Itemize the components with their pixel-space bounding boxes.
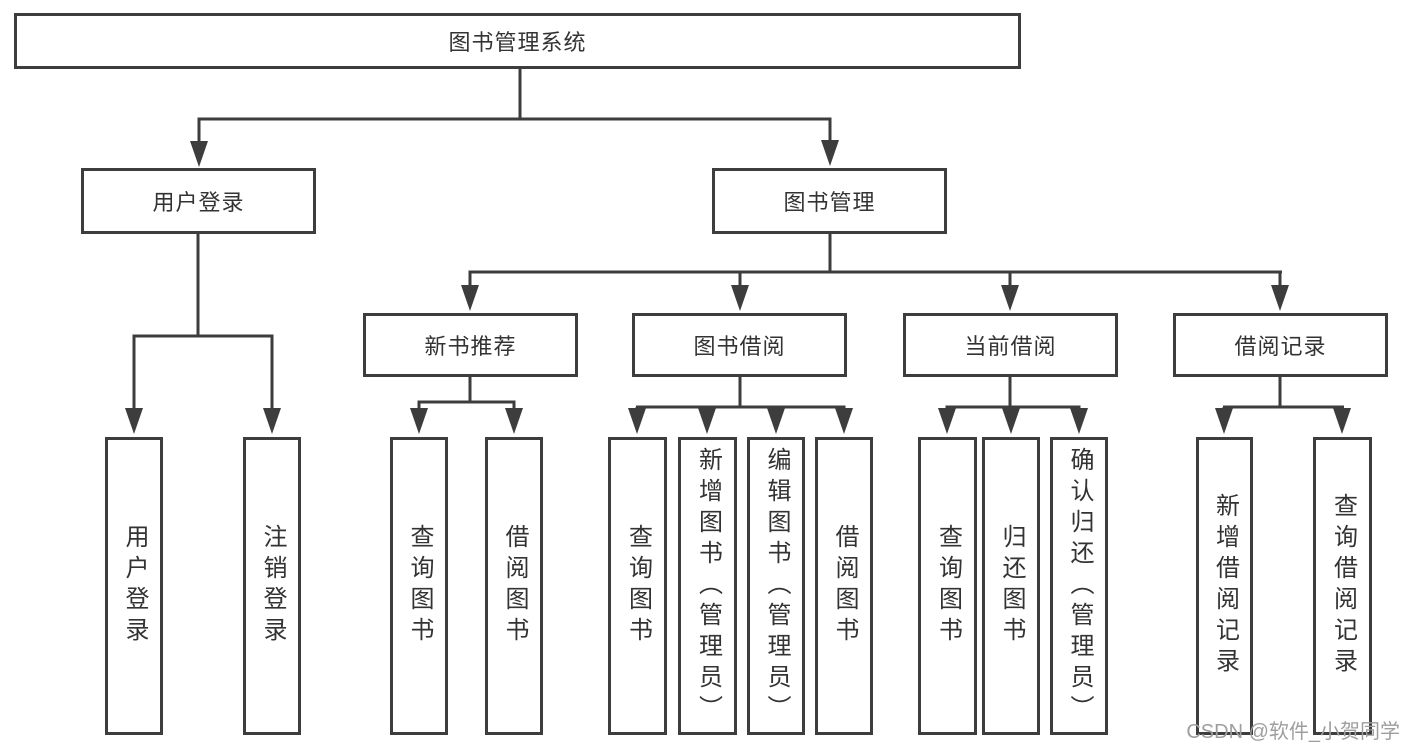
leaf-newbook-borrow: 借阅图书 — [485, 437, 543, 735]
node-book-management: 图书管理 — [712, 168, 947, 234]
leaf-current-query: 查询图书 — [918, 437, 977, 735]
leaf-logout: 注销登录 — [243, 437, 301, 735]
node-current-borrow: 当前借阅 — [903, 313, 1118, 377]
leaf-bookborrow-query: 查询图书 — [608, 437, 667, 735]
connector-book-borrow-branch — [628, 376, 853, 434]
leaf-current-confirm: 确认归还（管理员） — [1050, 437, 1108, 735]
leaf-current-return: 归还图书 — [982, 437, 1040, 735]
leaf-user-login: 用户登录 — [105, 437, 163, 735]
connector-root-to-level2 — [190, 68, 839, 167]
leaf-newbook-query: 查询图书 — [390, 437, 448, 735]
node-book-borrow: 图书借阅 — [632, 313, 847, 377]
node-user-login: 用户登录 — [81, 168, 316, 234]
node-borrow-records: 借阅记录 — [1173, 313, 1388, 377]
node-new-book-recommend: 新书推荐 — [363, 313, 578, 377]
leaf-bookborrow-edit: 编辑图书（管理员） — [747, 437, 805, 735]
connector-borrow-records-branch — [1215, 376, 1351, 434]
connector-user-login-branch — [125, 233, 281, 434]
leaf-bookborrow-borrow: 借阅图书 — [815, 437, 873, 735]
leaf-bookborrow-add: 新增图书（管理员） — [678, 437, 737, 735]
connector-new-book-branch — [410, 376, 523, 434]
connector-book-management-to-level3 — [461, 233, 1289, 311]
leaf-records-query: 查询借阅记录 — [1313, 437, 1372, 735]
watermark: CSDN @软件_小贺同学 — [1186, 721, 1400, 743]
leaf-records-add: 新增借阅记录 — [1196, 437, 1253, 735]
node-root: 图书管理系统 — [14, 13, 1021, 69]
connector-current-borrow-branch — [938, 376, 1088, 434]
